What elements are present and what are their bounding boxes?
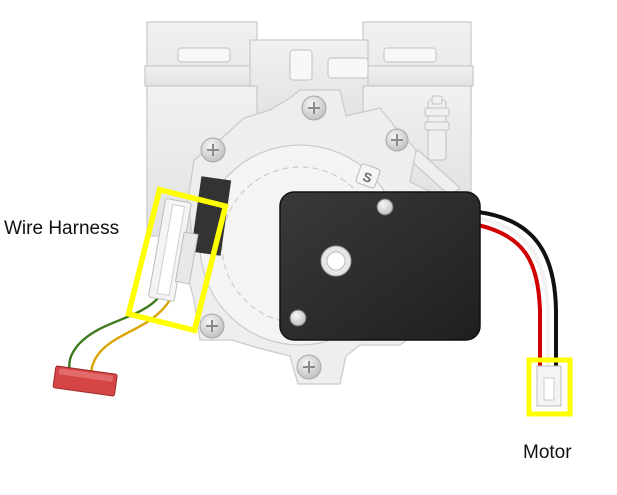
- bracket-right-slot: [383, 47, 437, 63]
- wire-harness-highlight: [125, 186, 229, 334]
- motor-body: [279, 191, 481, 341]
- shaft-housing: [190, 176, 232, 256]
- wire-red: [476, 223, 542, 370]
- red-connector: [52, 365, 118, 397]
- screw-icon: [296, 354, 322, 380]
- motor-wires: [476, 210, 558, 370]
- screw-icon: [385, 128, 409, 152]
- motor-screw-icon: [289, 309, 307, 327]
- bracket-center-slot-left: [289, 49, 313, 81]
- harness-wires: [68, 295, 171, 379]
- motor-plug: [536, 365, 562, 407]
- harness-connector: [148, 198, 199, 302]
- motor-highlight: [526, 357, 573, 417]
- wire-harness-label: Wire Harness: [4, 218, 120, 239]
- motor-label: Motor: [523, 442, 572, 463]
- bracket-center-slot-right: [327, 57, 369, 79]
- s-marking-tab: S: [355, 163, 381, 189]
- screw-icon: [301, 95, 327, 121]
- motor-housing: [279, 191, 481, 341]
- screw-icon: [200, 137, 226, 163]
- motor-shaft-icon: [326, 251, 346, 271]
- bracket-left-slot: [177, 47, 231, 63]
- wire-white: [476, 216, 550, 370]
- motor-screw-icon: [376, 198, 394, 216]
- gear-screws: [199, 95, 409, 380]
- wire-green: [68, 295, 161, 373]
- wire-black: [476, 210, 558, 370]
- screw-icon: [199, 313, 225, 339]
